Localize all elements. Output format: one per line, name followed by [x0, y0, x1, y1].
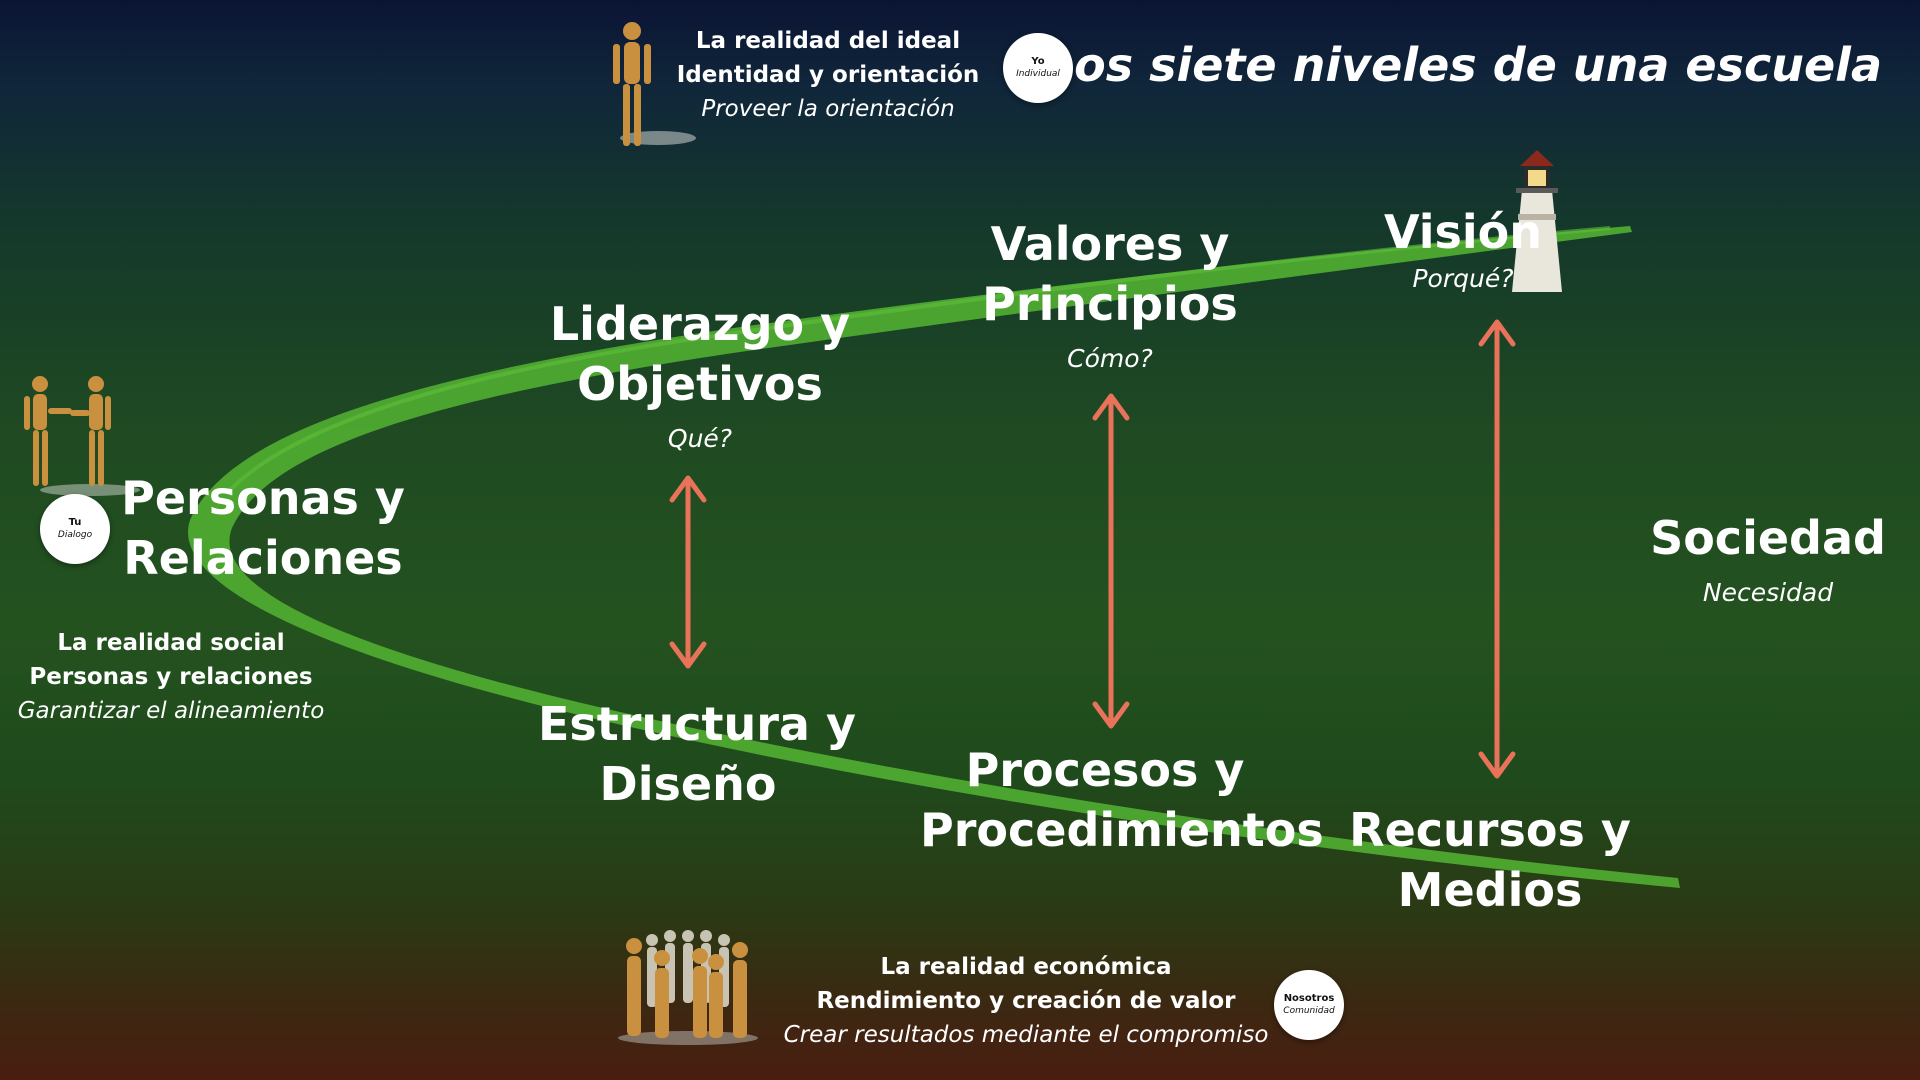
level-recursos-medios: Recursos y Medios: [1340, 800, 1640, 920]
level-name-line2: Procedimientos: [920, 803, 1324, 857]
level-name-line2: Principios: [982, 277, 1238, 331]
level-name-line2: Objetivos: [577, 357, 823, 411]
level-name-line1: Visión: [1383, 205, 1543, 259]
level-estructura-diseno: Estructura y Diseño: [538, 694, 856, 814]
society-subtitle: Necesidad: [1702, 578, 1834, 607]
badge-dialogue-title: Tu: [68, 517, 82, 528]
arrow-resources-vision: [1478, 319, 1516, 779]
realm-economic-line2: Rendimiento y creación de valor: [816, 988, 1236, 1014]
realm-ideal-line2: Identidad y orientación: [676, 62, 980, 88]
level-name-line1: Valores y: [990, 217, 1230, 271]
realm-economic-line1: La realidad económica: [880, 954, 1172, 980]
level-question: Porqué?: [1412, 264, 1514, 293]
badge-individual-sub: Individual: [1016, 69, 1060, 79]
society-name: Sociedad: [1650, 511, 1886, 565]
level-name-line2: Diseño: [599, 757, 777, 811]
badge-individual-title: Yo: [1031, 56, 1045, 67]
level-question: Qué?: [667, 424, 733, 453]
realm-economic-line3: Crear resultados mediante el compromiso: [783, 1022, 1269, 1048]
badge-community-sub: Comunidad: [1283, 1006, 1335, 1016]
realm-ideal-line3: Proveer la orientación: [701, 96, 955, 122]
page-title: Los siete niveles de una escuela: [1044, 38, 1882, 92]
wooden-figures-dialogue-icon: [24, 376, 140, 496]
realm-social-line2: Personas y relaciones: [29, 664, 313, 690]
realm-social-line1: La realidad social: [57, 630, 285, 656]
green-swoosh-highlight: [228, 226, 1611, 492]
wooden-figure-individual-icon: [613, 22, 696, 146]
level-procesos-procedimientos: Procesos y Procedimientos: [920, 740, 1324, 860]
level-personas-relaciones: Personas y Relaciones: [113, 468, 413, 588]
level-name-line2: Relaciones: [123, 531, 403, 585]
level-liderazgo-objetivos: Liderazgo y Objetivos Qué?: [540, 294, 860, 456]
realm-ideal: La realidad del ideal Identidad y orient…: [648, 24, 1008, 126]
level-name-line1: Liderazgo y: [549, 297, 851, 351]
arrow-processes-values: [1092, 393, 1130, 729]
level-valores-principios: Valores y Principios Cómo?: [950, 214, 1270, 376]
realm-social-line3: Garantizar el alineamiento: [17, 698, 325, 724]
society: Sociedad Necesidad: [1628, 508, 1908, 610]
arrow-structure-leadership: [669, 475, 707, 669]
level-name-line1: Recursos y: [1349, 803, 1631, 857]
realm-ideal-line1: La realidad del ideal: [695, 28, 961, 54]
level-name-line1: Procesos y: [965, 743, 1245, 797]
badge-dialogue-sub: Dialogo: [57, 530, 93, 540]
lighthouse-icon: [1512, 150, 1562, 292]
badge-community: Nosotros Comunidad: [1274, 970, 1344, 1040]
realm-social: La realidad social Personas y relaciones…: [10, 626, 332, 728]
level-name-line1: Estructura y: [538, 697, 856, 751]
realm-economic: La realidad económica Rendimiento y crea…: [776, 950, 1276, 1052]
level-vision: Visión Porqué?: [1363, 202, 1563, 296]
badge-community-title: Nosotros: [1283, 993, 1335, 1004]
level-name-line1: Personas y: [121, 471, 405, 525]
level-name-line2: Medios: [1397, 863, 1583, 917]
badge-dialogue: Tu Dialogo: [40, 494, 110, 564]
level-question: Cómo?: [1067, 344, 1153, 373]
badge-individual: Yo Individual: [1003, 33, 1073, 103]
wooden-figures-community-icon: [618, 930, 758, 1045]
